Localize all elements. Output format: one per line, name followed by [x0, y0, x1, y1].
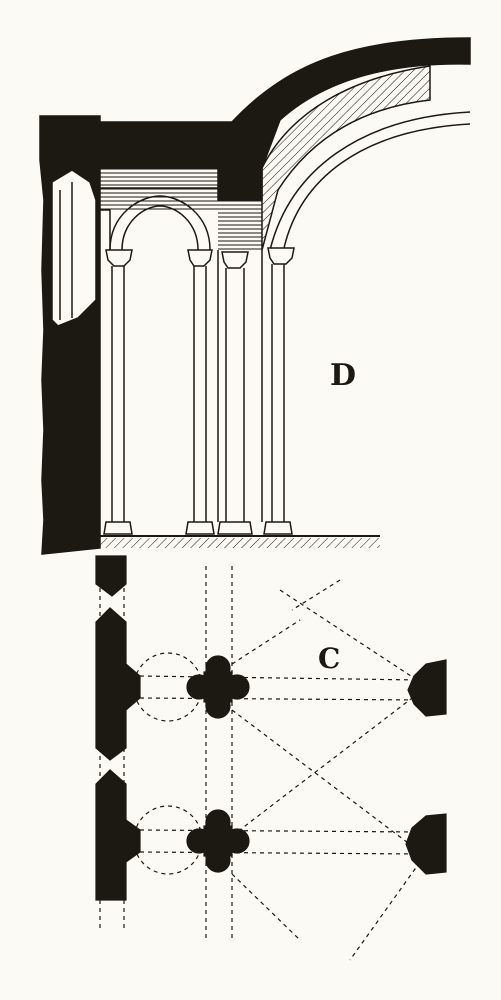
column-bases: [103, 521, 293, 535]
entablature: [99, 121, 263, 250]
capitals: [105, 247, 295, 269]
plan-half-pier: [405, 813, 447, 875]
columns: [111, 250, 285, 522]
elevation-label: D: [330, 358, 357, 393]
plan-drawing: [95, 555, 447, 961]
plan-half-pier: [407, 659, 447, 717]
plan-label: C: [318, 642, 341, 675]
plan-wall-segment: [95, 555, 127, 597]
ground-line: [100, 535, 380, 548]
plan-pier: [186, 809, 250, 873]
plan-dashed-lines: [99, 556, 421, 961]
plan-wall-segment: [95, 769, 141, 901]
elevation-drawing: [39, 37, 471, 555]
small-arch: [100, 195, 211, 251]
plan-pier: [186, 655, 250, 719]
plan-wall-segment: [95, 607, 141, 761]
vault-arch: [231, 37, 471, 251]
left-wall: [39, 115, 101, 555]
